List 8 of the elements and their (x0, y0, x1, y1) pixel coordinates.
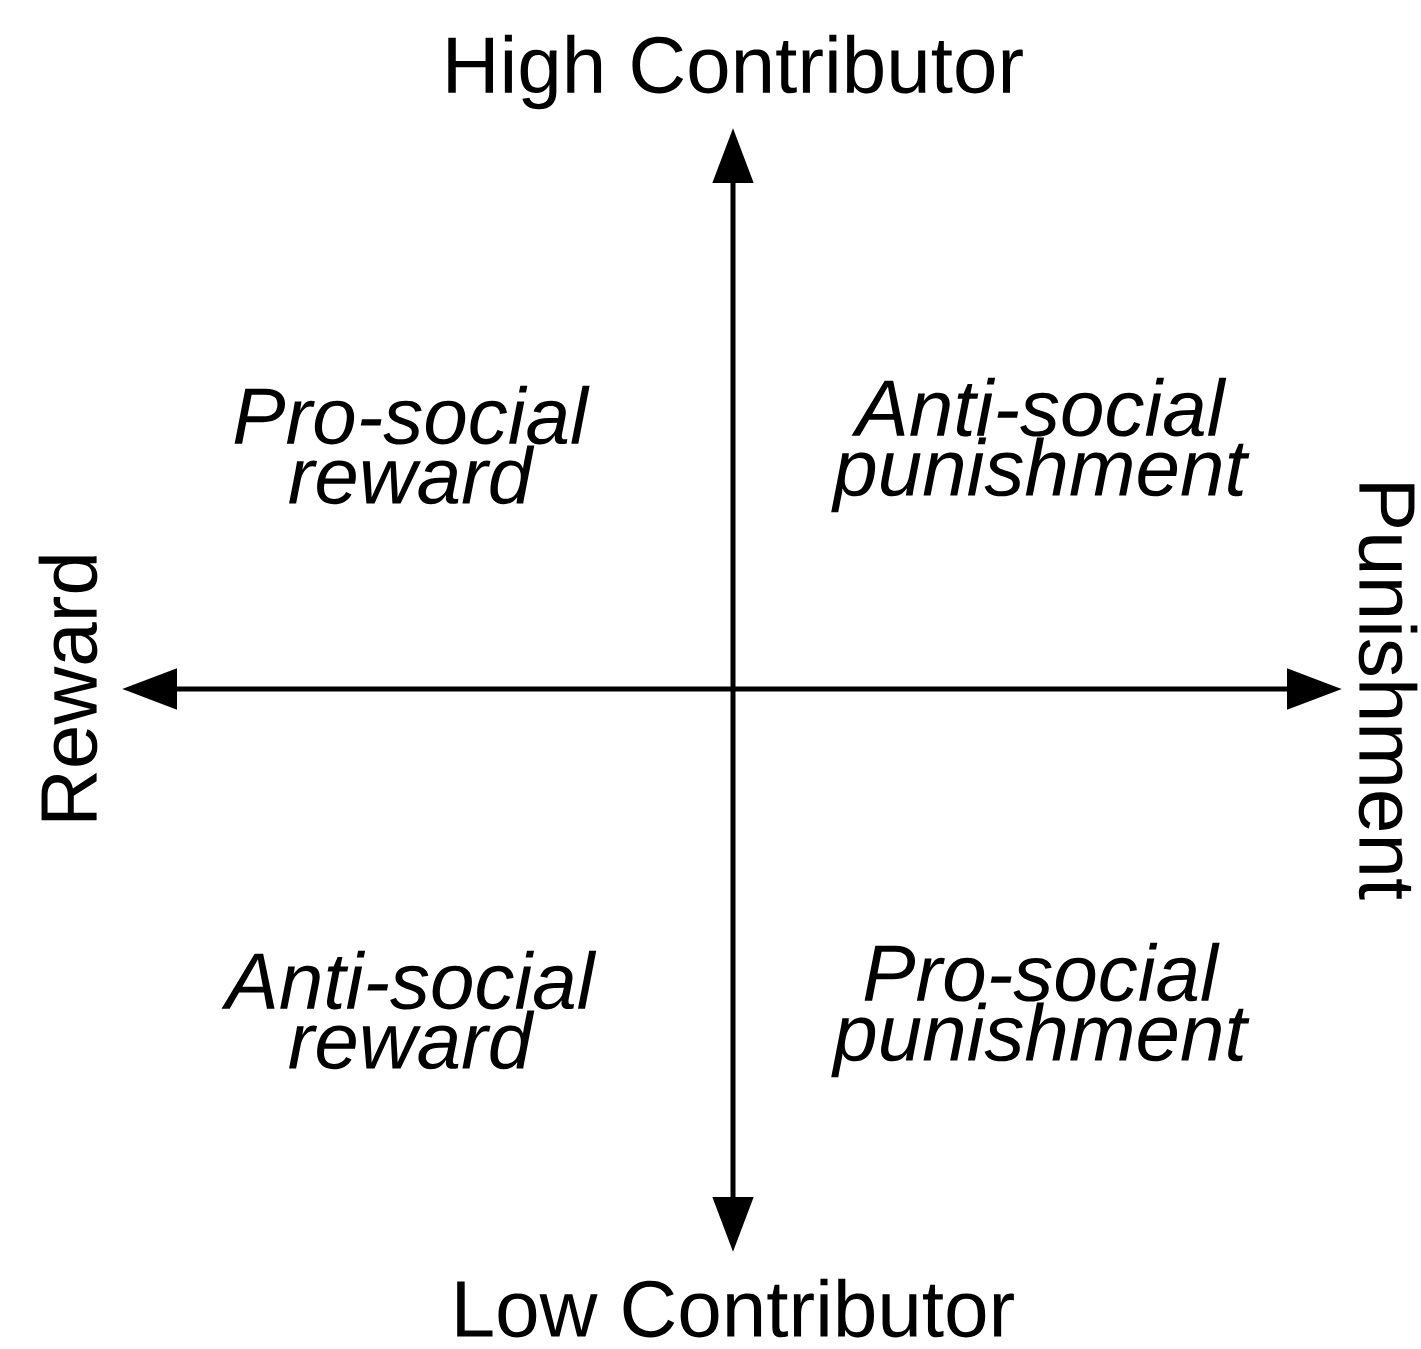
axis-label: High Contributor (448, 34, 1023, 110)
axis-label: Low Contributor (457, 1278, 1014, 1338)
quadrant-label: Anti-social punishment (831, 377, 1250, 513)
axis-label: Reward (38, 556, 98, 821)
quadrant-label: Pro-social punishment (831, 942, 1250, 1078)
quadrant-label: Pro-social reward (234, 385, 590, 505)
axis-label: Punishment (1358, 484, 1418, 900)
quadrant-label: Anti-social reward (221, 950, 597, 1070)
